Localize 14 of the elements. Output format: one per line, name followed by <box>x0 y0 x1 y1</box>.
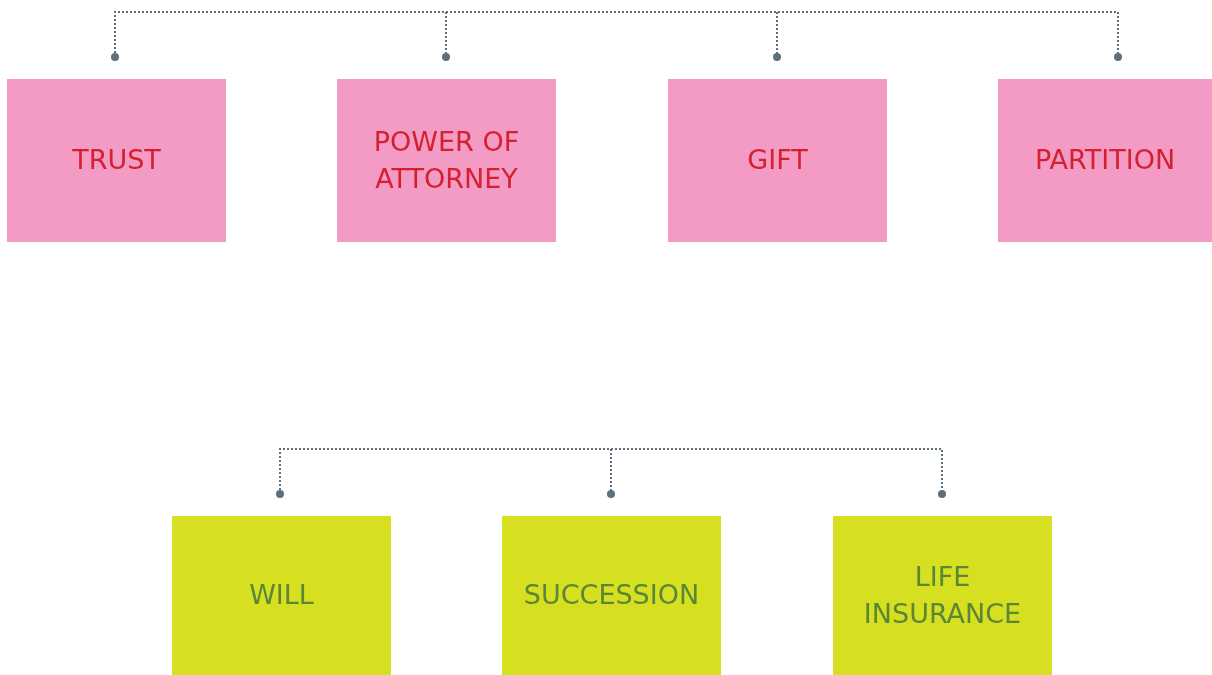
category-box <box>998 79 1212 242</box>
box-label: SUCCESSION <box>523 578 700 613</box>
category-box <box>833 516 1052 675</box>
box-label: LIFE INSURANCE <box>862 560 1023 631</box>
box-label: GIFT <box>747 143 808 178</box>
box-label: TRUST <box>72 143 161 178</box>
box-label: PARTITION <box>1034 143 1176 178</box>
category-box <box>502 516 721 675</box>
category-box <box>668 79 887 242</box>
category-box <box>337 79 556 242</box>
category-box <box>172 516 391 675</box>
box-label: WILL <box>249 578 314 613</box>
category-box <box>7 79 226 242</box>
box-label: POWER OF ATTORNEY <box>372 125 521 196</box>
